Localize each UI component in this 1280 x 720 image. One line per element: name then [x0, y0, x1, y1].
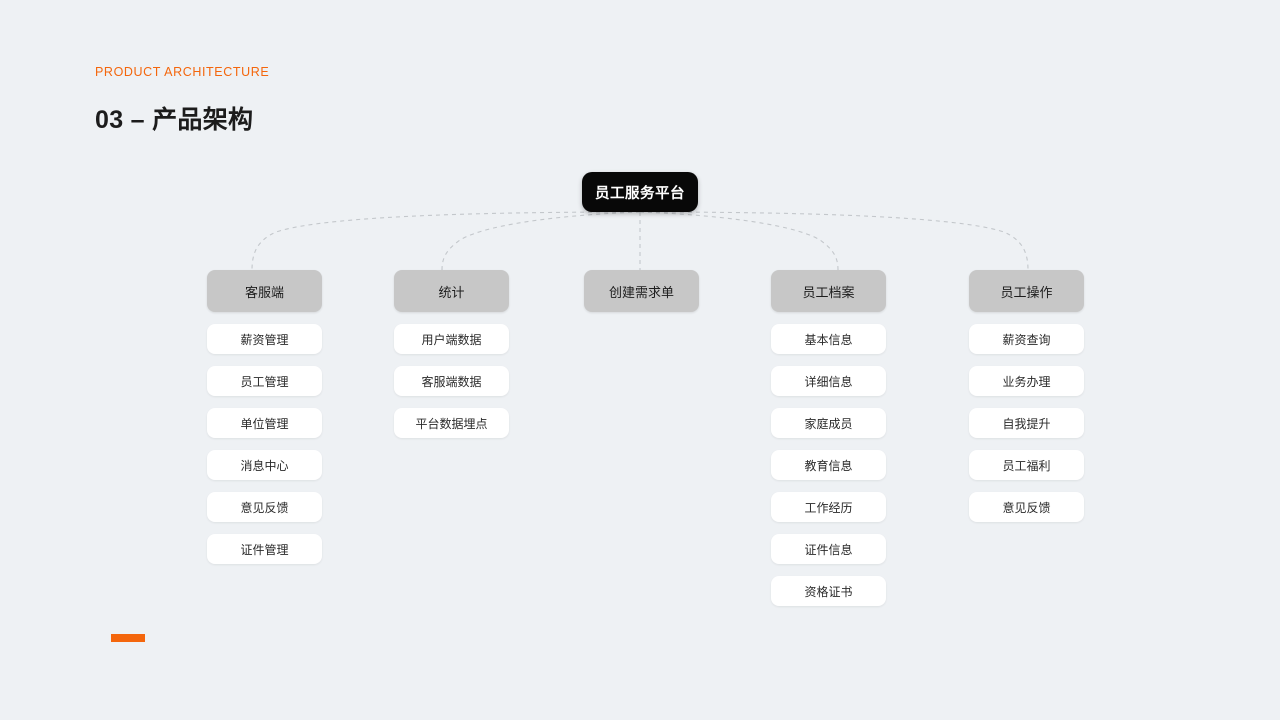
branch-column-1: 客服端 薪资管理 员工管理 单位管理 消息中心 意见反馈 证件管理 [207, 270, 322, 576]
leaf-node[interactable]: 用户端数据 [394, 324, 509, 354]
branch-items-1: 薪资管理 员工管理 单位管理 消息中心 意见反馈 证件管理 [207, 324, 322, 564]
connector-to-branch-5 [639, 211, 1029, 271]
branch-column-5: 员工操作 薪资查询 业务办理 自我提升 员工福利 意见反馈 [969, 270, 1084, 534]
leaf-node[interactable]: 客服端数据 [394, 366, 509, 396]
leaf-node[interactable]: 薪资查询 [969, 324, 1084, 354]
leaf-node[interactable]: 证件管理 [207, 534, 322, 564]
leaf-node[interactable]: 详细信息 [771, 366, 886, 396]
branch-header-4[interactable]: 员工档案 [771, 270, 886, 312]
leaf-node[interactable]: 消息中心 [207, 450, 322, 480]
branch-column-2: 统计 用户端数据 客服端数据 平台数据埋点 [394, 270, 509, 450]
branch-items-5: 薪资查询 业务办理 自我提升 员工福利 意见反馈 [969, 324, 1084, 522]
leaf-node[interactable]: 自我提升 [969, 408, 1084, 438]
root-node[interactable]: 员工服务平台 [582, 172, 698, 212]
leaf-node[interactable]: 薪资管理 [207, 324, 322, 354]
leaf-node[interactable]: 工作经历 [771, 492, 886, 522]
leaf-node[interactable]: 教育信息 [771, 450, 886, 480]
leaf-node[interactable]: 证件信息 [771, 534, 886, 564]
leaf-node[interactable]: 平台数据埋点 [394, 408, 509, 438]
leaf-node[interactable]: 家庭成员 [771, 408, 886, 438]
accent-bar [111, 634, 145, 642]
branch-column-4: 员工档案 基本信息 详细信息 家庭成员 教育信息 工作经历 证件信息 资格证书 [771, 270, 886, 618]
leaf-node[interactable]: 员工福利 [969, 450, 1084, 480]
branch-header-1[interactable]: 客服端 [207, 270, 322, 312]
branch-header-3[interactable]: 创建需求单 [584, 270, 699, 312]
branch-items-2: 用户端数据 客服端数据 平台数据埋点 [394, 324, 509, 438]
connector-to-branch-1 [251, 211, 641, 271]
branch-items-4: 基本信息 详细信息 家庭成员 教育信息 工作经历 证件信息 资格证书 [771, 324, 886, 606]
leaf-node[interactable]: 基本信息 [771, 324, 886, 354]
connector-to-branch-4 [639, 211, 839, 271]
leaf-node[interactable]: 单位管理 [207, 408, 322, 438]
connector-to-branch-2 [441, 211, 641, 271]
page-title: 03 – 产品架构 [95, 106, 254, 134]
branch-header-2[interactable]: 统计 [394, 270, 509, 312]
leaf-node[interactable]: 员工管理 [207, 366, 322, 396]
branch-header-5[interactable]: 员工操作 [969, 270, 1084, 312]
leaf-node[interactable]: 意见反馈 [207, 492, 322, 522]
leaf-node[interactable]: 意见反馈 [969, 492, 1084, 522]
leaf-node[interactable]: 业务办理 [969, 366, 1084, 396]
branch-column-3: 创建需求单 [584, 270, 699, 324]
leaf-node[interactable]: 资格证书 [771, 576, 886, 606]
eyebrow-label: PRODUCT ARCHITECTURE [95, 65, 270, 79]
